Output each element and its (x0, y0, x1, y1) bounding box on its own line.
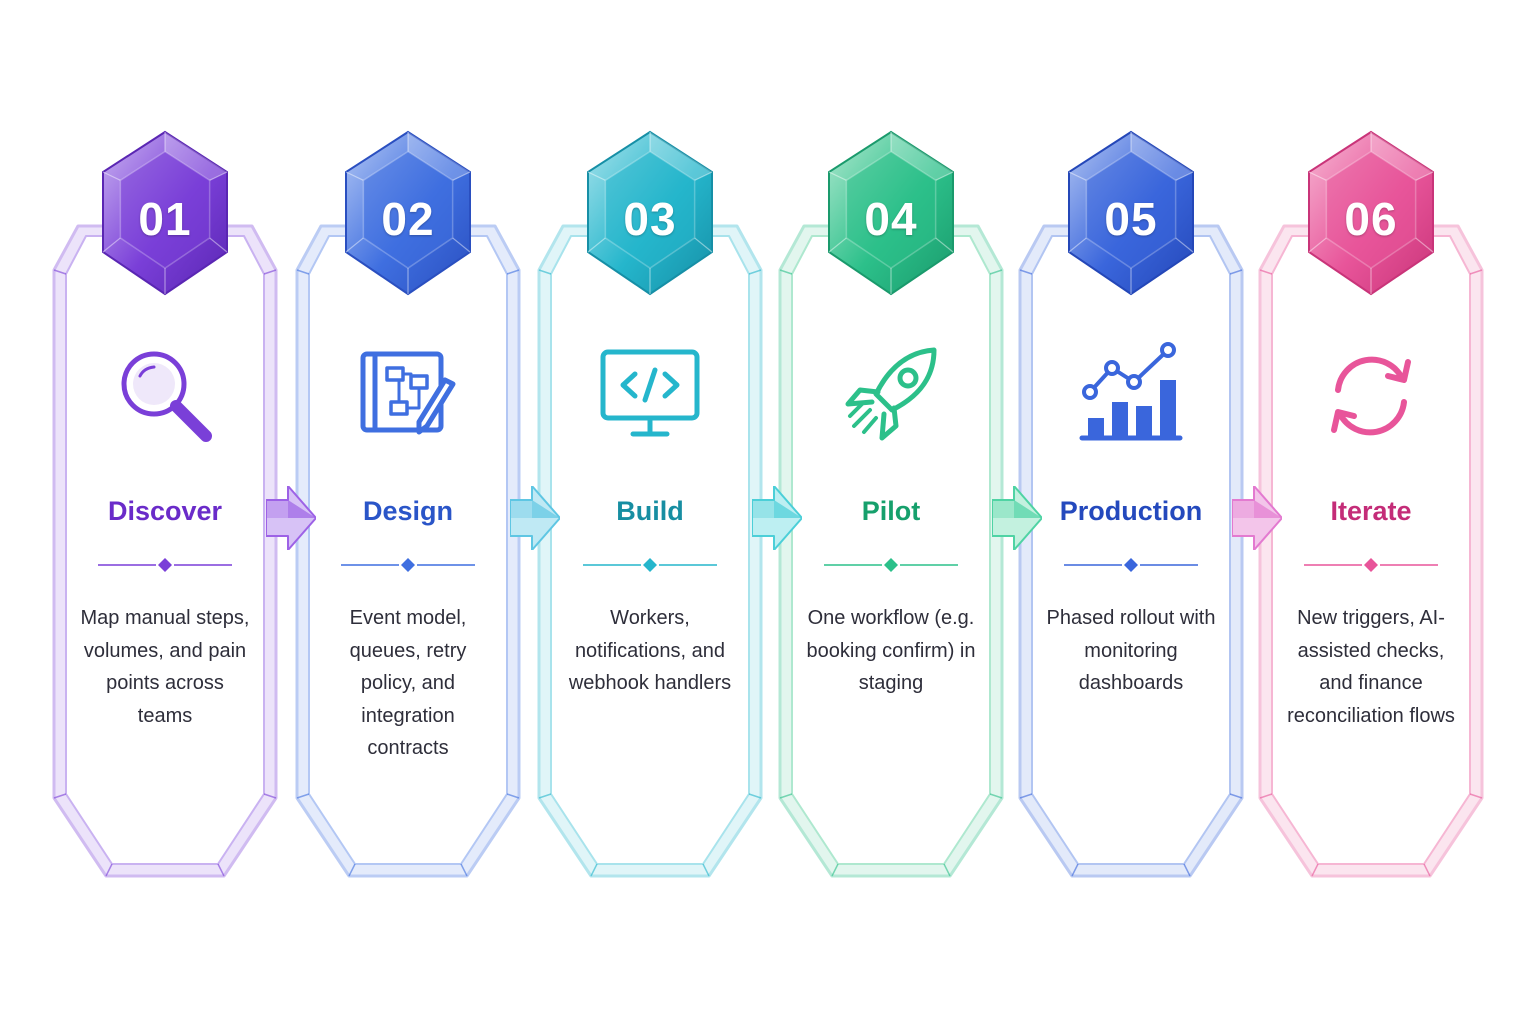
step-title: Pilot (861, 496, 921, 526)
step-number: 06 (1344, 193, 1398, 245)
refresh-cycle-icon (1316, 340, 1426, 450)
step-description: Phased rollout with monitoring dashboard… (1046, 607, 1216, 694)
step-description: One workflow (e.g. booking confirm) in s… (806, 607, 976, 694)
flow-arrow-icon (1232, 486, 1282, 550)
magnifier-icon (110, 340, 220, 450)
divider (98, 558, 232, 572)
step-number: 02 (381, 193, 435, 245)
divider (341, 558, 475, 572)
crystal-frame (1258, 130, 1484, 878)
divider (1304, 558, 1438, 572)
step-number: 05 (1104, 193, 1158, 245)
step-number: 04 (864, 193, 918, 245)
step-description: Map manual steps, volumes, and pain poin… (80, 607, 250, 727)
step-title: Iterate (1330, 496, 1412, 526)
blueprint-pencil-icon (353, 340, 463, 450)
step-number: 01 (138, 193, 192, 245)
step-title: Build (616, 496, 684, 526)
step-description: Event model, queues, retry policy, and i… (349, 607, 467, 759)
step-title: Production (1059, 496, 1203, 526)
flow-arrow-icon (752, 486, 802, 550)
divider (1064, 558, 1198, 572)
crystal-frame (295, 130, 521, 878)
crystal-frame (1018, 130, 1244, 878)
step-description: Workers, notifications, and webhook hand… (568, 607, 732, 694)
divider (824, 558, 958, 572)
flow-arrow-icon (510, 486, 560, 550)
divider (583, 558, 717, 572)
growth-chart-icon (1076, 340, 1186, 450)
flow-arrow-icon (266, 486, 316, 550)
step-title: Design (362, 496, 454, 526)
crystal-frame (778, 130, 1004, 878)
rocket-icon (836, 340, 946, 450)
step-description: New triggers, AI-assisted checks, and fi… (1287, 607, 1455, 727)
code-monitor-icon (595, 340, 705, 450)
step-number: 03 (623, 193, 677, 245)
flow-arrow-icon (992, 486, 1042, 550)
crystal-frame (52, 130, 278, 878)
step-title: Discover (107, 496, 223, 526)
